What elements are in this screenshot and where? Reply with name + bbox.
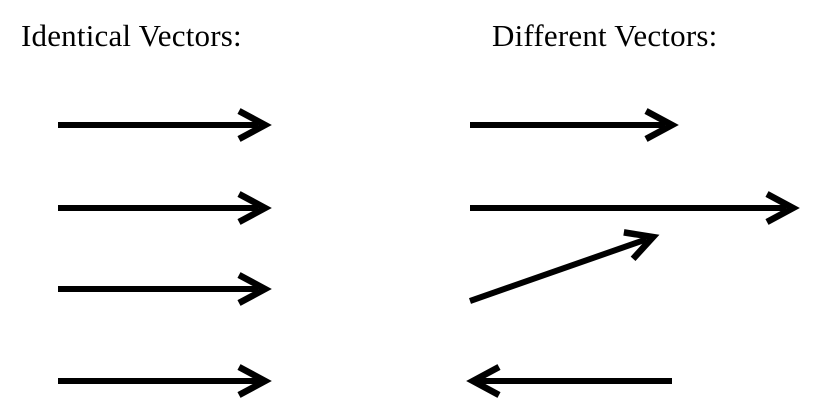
vector-arrowhead (237, 364, 272, 398)
vector-shaft (469, 236, 648, 304)
different-vectors-group (466, 108, 800, 398)
different-vector-4 (466, 364, 672, 398)
vector-arrowhead (765, 191, 800, 225)
vector-arrowhead (237, 191, 272, 225)
identical-vector-2 (58, 191, 272, 225)
different-vector-2 (470, 191, 800, 225)
vector-arrowhead (237, 272, 272, 306)
different-vector-1 (470, 108, 679, 142)
identical-vectors-group (58, 108, 272, 398)
vector-arrowhead (466, 364, 501, 398)
identical-vectors-title: Identical Vectors: (21, 18, 242, 53)
vector-arrowhead (644, 108, 679, 142)
vector-arrowhead (237, 108, 272, 142)
identical-vector-4 (58, 364, 272, 398)
identical-vector-1 (58, 108, 272, 142)
different-vectors-title: Different Vectors: (492, 18, 718, 53)
identical-vector-3 (58, 272, 272, 306)
different-vector-3 (469, 229, 660, 304)
vector-arrowhead (623, 229, 660, 261)
